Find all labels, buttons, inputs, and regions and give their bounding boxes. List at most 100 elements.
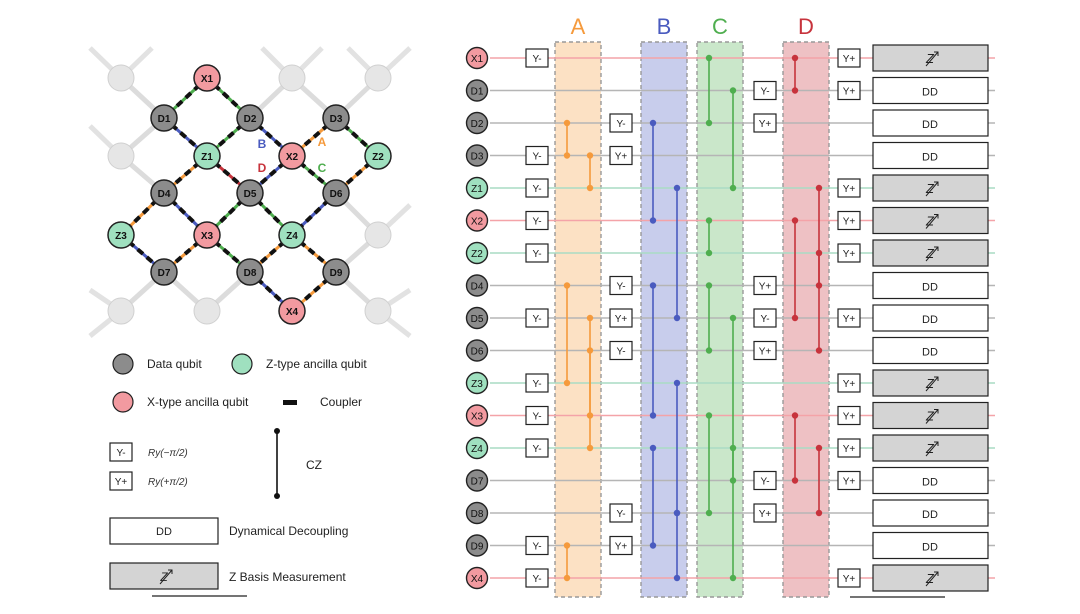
lattice-qubit-label: D7: [158, 268, 171, 279]
lattice-qubit-x4: [278, 297, 306, 325]
cz-target-dot: [705, 119, 713, 127]
legend-z-measure-box-label: Z: [159, 570, 168, 584]
step-label-c: C: [712, 14, 728, 39]
gate-y-plus: [753, 503, 777, 523]
cz-control-dot: [563, 542, 571, 549]
cz-target-dot: [729, 574, 737, 582]
gate-y-plus: [837, 243, 861, 263]
gate-label: Y+: [615, 152, 628, 163]
gate-y-plus: [837, 373, 861, 393]
dd-label: DD: [922, 477, 938, 489]
qubit-z4: [465, 436, 489, 460]
z-measurement-box: [872, 206, 989, 235]
gate-label: Y+: [759, 509, 772, 520]
lattice-qubit-d9: [322, 258, 350, 286]
dd-label: DD: [922, 347, 938, 359]
cz-control-dot: [673, 379, 681, 387]
qubit-d3: [465, 144, 489, 167]
gate-y-plus: [837, 48, 861, 68]
qubit-label: Z2: [471, 249, 483, 260]
qubit-label: D5: [471, 314, 484, 325]
step-label-d: D: [798, 14, 814, 39]
cz-target-dot: [705, 347, 713, 354]
dd-box: [872, 336, 989, 365]
qubit-x1: [465, 46, 489, 70]
measure-arrow-icon: [925, 51, 939, 67]
lattice-qubit-label: D4: [158, 189, 171, 200]
gate-label: Y-: [760, 477, 769, 488]
z-measurement-label: Z: [925, 214, 935, 229]
lattice-qubit-z4: [278, 221, 306, 249]
qubit-label: D6: [471, 347, 484, 358]
cz-control-dot: [673, 184, 681, 192]
legend-dd-box-label: DD: [156, 526, 172, 538]
dd-box: [872, 141, 989, 170]
measure-arrow-icon: [925, 214, 939, 229]
lattice-qubit-label: Z2: [372, 152, 384, 163]
lattice-qubit-d6: [322, 179, 350, 207]
z-measurement-box: [872, 44, 989, 72]
gate-y-plus: [753, 340, 777, 361]
lattice-qubit-z3: [107, 221, 135, 249]
gate-y-plus: [837, 568, 861, 588]
gate-y-minus: [525, 48, 549, 68]
lattice-qubit-label: Z1: [201, 152, 213, 163]
lattice-qubit-d5: [236, 179, 264, 207]
lattice-step-letter-c: C: [318, 161, 327, 175]
measure-arrow-icon: [925, 571, 939, 587]
gate-y-plus: [753, 275, 777, 296]
gate-y-plus: [837, 438, 861, 458]
gate-y-minus: [753, 80, 777, 101]
cz-control-dot: [586, 314, 594, 322]
gate-label: Y-: [532, 542, 541, 553]
lattice-qubit-label: D3: [330, 114, 343, 125]
lattice-qubit-label: D6: [330, 189, 343, 200]
gate-y-minus: [525, 210, 549, 231]
dd-label: DD: [922, 509, 938, 521]
dd-box: [872, 76, 989, 105]
cz-control-dot: [563, 119, 571, 127]
cz-target-dot: [673, 314, 681, 322]
gate-label: Y-: [760, 314, 769, 325]
gate-y-plus: [837, 405, 861, 426]
gate-y-minus: [609, 275, 633, 296]
dd-box: [872, 109, 989, 137]
legend-coupler-label: Coupler: [320, 395, 362, 409]
qubit-z1: [465, 176, 489, 200]
qubit-label: X4: [471, 574, 484, 585]
gate-label: Y-: [532, 574, 541, 585]
dd-box: [872, 499, 989, 527]
legend-dd-text: Dynamical Decoupling: [229, 524, 348, 538]
cz-control-dot: [705, 412, 713, 419]
legend-y-plus-text: Ry(+π/2): [148, 477, 188, 488]
dd-label: DD: [922, 119, 938, 131]
gate-label: Y-: [532, 152, 541, 163]
gate-label: Y+: [843, 574, 856, 585]
legend-data-qubit-label: Data qubit: [147, 357, 202, 371]
cz-target-dot: [649, 542, 657, 549]
cz-control-dot: [815, 184, 823, 192]
step-band-d: [782, 41, 830, 598]
lattice-qubit-z1: [193, 142, 221, 170]
gate-label: Y+: [615, 542, 628, 553]
qubit-x3: [465, 404, 489, 427]
gate-label: Y+: [843, 412, 856, 423]
cz-target-dot: [563, 379, 571, 387]
ghost-qubit: [107, 297, 135, 325]
measure-arrow-icon: [925, 246, 939, 262]
gate-y-minus: [525, 438, 549, 458]
legend-y-minus-box: [109, 442, 133, 462]
z-measurement-label: Z: [925, 246, 935, 261]
z-measurement-box: [872, 564, 989, 592]
cz-control-dot: [729, 444, 737, 452]
gate-y-plus: [837, 80, 861, 101]
dd-box: [872, 304, 989, 332]
qubit-label: D4: [471, 282, 484, 293]
legend-y-plus-box: [109, 471, 133, 491]
cz-control-dot: [586, 152, 594, 159]
cz-control-dot: [815, 444, 823, 452]
